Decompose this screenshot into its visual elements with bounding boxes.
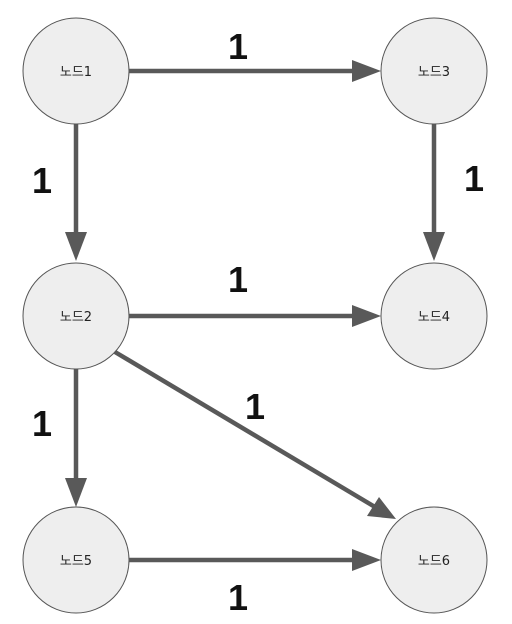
node-2[interactable]: 노드2 — [22, 262, 130, 370]
edge-node5-to-node6: 1 — [128, 549, 381, 618]
node-4[interactable]: 노드4 — [380, 262, 488, 370]
node-label: 노드2 — [60, 310, 92, 325]
edge-node1-to-node3: 1 — [128, 26, 381, 82]
arrowhead — [65, 232, 87, 261]
edge-weight-label: 1 — [228, 26, 248, 67]
edge-node3-to-node4: 1 — [423, 124, 484, 261]
edge-node2-to-node5: 1 — [32, 369, 87, 507]
edge-node2-to-node6: 1 — [113, 350, 396, 519]
nodes: 노드1 노드3 노드2 노드4 노드5 노드6 — [22, 17, 488, 614]
edge-weight-label: 1 — [228, 259, 248, 300]
node-label: 노드6 — [418, 554, 450, 569]
arrowhead — [367, 497, 396, 519]
edge-weight-label: 1 — [245, 386, 265, 427]
edges: 1 1 1 1 1 1 — [32, 26, 484, 618]
edge-weight-label: 1 — [32, 160, 52, 201]
node-label: 노드4 — [418, 310, 450, 325]
node-5[interactable]: 노드5 — [22, 506, 130, 614]
node-label: 노드3 — [418, 65, 450, 80]
edge-weight-label: 1 — [32, 403, 52, 444]
node-label: 노드1 — [60, 65, 92, 80]
arrowhead — [423, 232, 445, 261]
node-1[interactable]: 노드1 — [22, 17, 130, 125]
edge-node1-to-node2: 1 — [32, 124, 87, 261]
edge-weight-label: 1 — [464, 158, 484, 199]
edge-node2-to-node4: 1 — [128, 259, 381, 327]
node-3[interactable]: 노드3 — [380, 17, 488, 125]
arrowhead — [65, 478, 87, 507]
arrowhead — [352, 305, 381, 327]
node-6[interactable]: 노드6 — [380, 506, 488, 614]
arrowhead — [352, 60, 381, 82]
arrowhead — [352, 549, 381, 571]
node-label: 노드5 — [60, 554, 92, 569]
edge-weight-label: 1 — [228, 577, 248, 618]
